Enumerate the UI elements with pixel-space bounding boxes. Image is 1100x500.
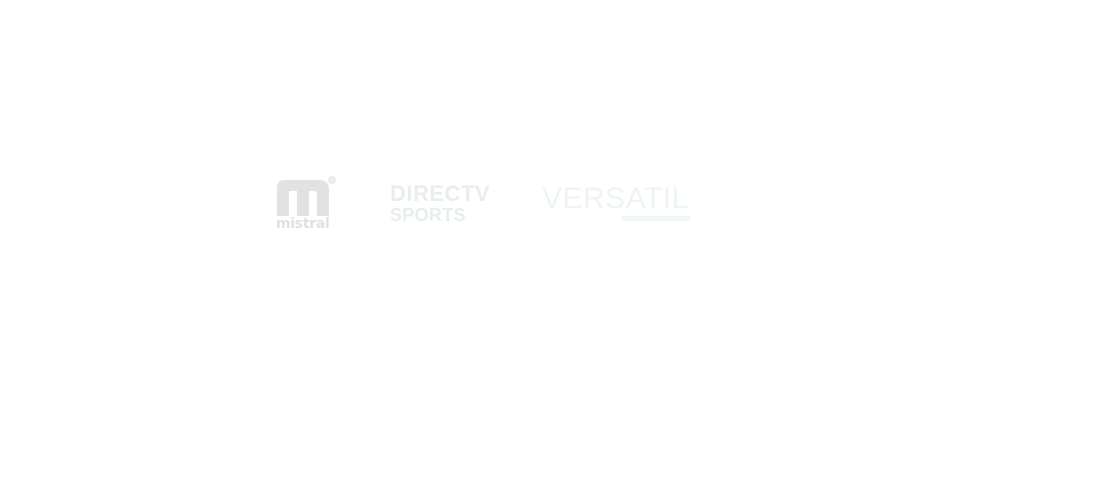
versatil-logo: VERSATIL — [542, 178, 692, 226]
partner-logos: mistral DIRECTV SPORTS VERSATIL — [270, 168, 692, 240]
mistral-m-icon — [277, 176, 336, 216]
sports-wordmark: SPORTS — [390, 205, 466, 225]
directv-sports-logo: DIRECTV SPORTS — [390, 175, 506, 227]
mistral-logo: mistral — [270, 170, 342, 238]
versatil-tagline-mark — [622, 216, 690, 221]
versatil-wordmark: VERSATIL — [542, 182, 689, 215]
directv-wordmark: DIRECTV — [390, 181, 491, 206]
mistral-wordmark: mistral — [276, 216, 330, 232]
